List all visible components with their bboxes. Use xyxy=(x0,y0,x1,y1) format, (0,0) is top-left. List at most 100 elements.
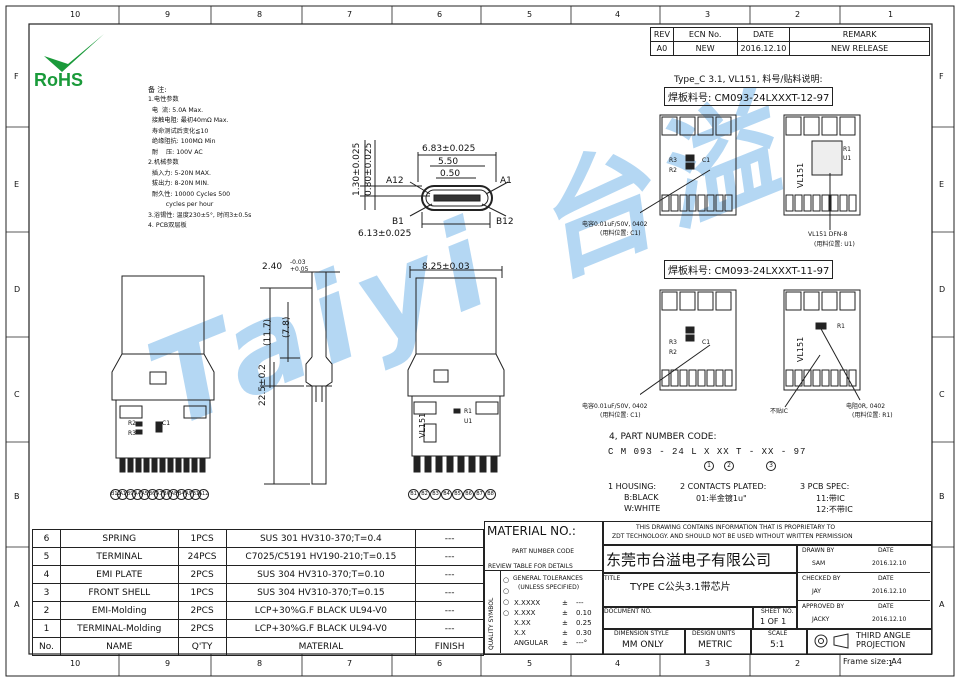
housing-black: B:BLACK xyxy=(624,493,659,502)
dim-78: (7.8) xyxy=(282,316,292,338)
bottom-pin-label: B2 xyxy=(419,489,430,500)
bom-cell: SPRING xyxy=(59,529,179,548)
row-label: D xyxy=(939,285,946,294)
pcb-cap1-pos: (用料位置: C1) xyxy=(600,230,641,237)
front-c1: C1 xyxy=(162,420,171,427)
bottom-u1: U1 xyxy=(464,418,473,425)
checked-date: 2016.12.10 xyxy=(872,588,907,595)
projection-label-1: THIRD ANGLE xyxy=(856,631,911,640)
notes-title: 备 注: xyxy=(148,86,167,94)
quality-symbol-label: QUALITY SYMBOL xyxy=(488,597,495,650)
pcb2-u1: U1 xyxy=(843,155,852,162)
bottom-pin-label: B3 xyxy=(430,489,441,500)
row-label: A xyxy=(14,600,20,609)
pcb-part2-label: 焊板料号: CM093-24LXXXT-11-97 xyxy=(664,260,834,279)
quality-symbol-cell: ○ xyxy=(503,598,510,606)
pcb-no-ic-note: 不贴IC xyxy=(770,408,788,415)
bom-header-cell: No. xyxy=(32,637,61,656)
material-block xyxy=(484,521,604,655)
row-label: A xyxy=(939,600,945,609)
bottom-r1: R1 xyxy=(464,408,472,415)
pcb-spec-12: 12:不带IC xyxy=(816,505,853,514)
tolerance-cell: ± xyxy=(562,629,568,637)
approved-date: 2016.12.10 xyxy=(872,616,907,623)
dim-117: (11.7) xyxy=(263,318,273,346)
front-r2: R2 xyxy=(128,420,136,427)
row-label: C xyxy=(14,390,20,399)
company-block xyxy=(602,544,798,574)
scale-field xyxy=(750,628,808,655)
sheet-label: SHEET NO. xyxy=(761,608,794,615)
tolerance-cell: ---° xyxy=(576,639,588,647)
bom-cell: SUS 304 HV310-370;T=0.15 xyxy=(225,583,417,602)
bom-cell: --- xyxy=(415,565,484,584)
pcb4-vl151: VL151 xyxy=(796,336,805,362)
bottom-pin-label: B7 xyxy=(474,489,485,500)
dim-130: 1.30±0.025 xyxy=(352,142,362,196)
tolerance-cell: 0.10 xyxy=(576,609,592,617)
pcb3-c1: C1 xyxy=(702,339,711,346)
pcb-chip-note: VL151 DFN-8 xyxy=(808,231,848,238)
part-code-string: C M 093 - 24 L X XX T - XX - 97 xyxy=(608,447,807,457)
bom-cell: 5 xyxy=(32,547,61,566)
dim-240-tol-dn: +0.05 xyxy=(290,266,309,273)
sheet-value: 1 OF 1 xyxy=(760,617,787,626)
approval-divider-1 xyxy=(796,572,930,573)
column-label: 2 xyxy=(795,659,801,668)
scale-label: SCALE xyxy=(768,630,788,637)
housing-label: 1 HOUSING: xyxy=(608,482,657,491)
title-field xyxy=(602,572,798,608)
bom-cell: 24PCS xyxy=(177,547,227,566)
pcb1-r2: R2 xyxy=(669,167,677,174)
approval-divider-2 xyxy=(796,600,930,601)
drawn-by-label: DRAWN BY xyxy=(802,547,835,554)
bom-cell: --- xyxy=(415,529,484,548)
bottom-pin-label: B6 xyxy=(463,489,474,500)
note-line: 耐 压: 100V AC xyxy=(148,148,203,156)
housing-white: W:WHITE xyxy=(624,504,661,513)
bom-cell: TERMINAL-Molding xyxy=(59,619,179,638)
bom-cell: 2PCS xyxy=(177,601,227,620)
revision-cell: NEW xyxy=(672,41,738,56)
design-units-label: DESIGN UNITS xyxy=(692,630,736,637)
column-label: 8 xyxy=(257,10,263,19)
tolerance-cell: ± xyxy=(562,609,568,617)
part-number-code-label: PART NUMBER CODE xyxy=(512,548,575,555)
tolerance-cell: ± xyxy=(562,639,568,647)
tol-sub: (UNLESS SPECIFIED) xyxy=(518,584,580,591)
bom-cell: SUS 301 HV310-370;T=0.4 xyxy=(225,529,417,548)
review-table-label: REVIEW TABLE FOR DETAILS xyxy=(488,563,573,570)
revision-header: DATE xyxy=(736,27,791,42)
front-pin-label: A12 xyxy=(197,489,209,500)
note-line: 寿命测试后变化≦10 xyxy=(148,127,209,135)
tolerance-cell: X.XX xyxy=(514,619,531,627)
tolerance-cell: X.XXX xyxy=(514,609,536,617)
column-label: 3 xyxy=(705,10,711,19)
bom-cell: FRONT SHELL xyxy=(59,583,179,602)
bom-cell: 2 xyxy=(32,601,61,620)
bom-cell: C7025/C5191 HV190-210;T=0.15 xyxy=(225,547,417,566)
frame-size: Frame size: A4 xyxy=(843,657,902,666)
rohs-logo: RoHS xyxy=(32,30,122,90)
column-label: 3 xyxy=(705,659,711,668)
pcb2-vl151: VL151 xyxy=(796,162,805,188)
note-line: 接触电阻: 最初40mΩ Max. xyxy=(148,117,229,124)
doc-field xyxy=(602,606,754,630)
quality-symbol-cell: ○ xyxy=(503,576,510,584)
column-label: 2 xyxy=(795,10,801,19)
note-line: 3.浴锡性: 温度230±5°, 时间3±0.5s xyxy=(148,211,252,219)
pcb-cap2-pos: (用料位置: C1) xyxy=(600,412,641,419)
bom-cell: LCP+30%G.F BLACK UL94-V0 xyxy=(225,619,417,638)
bom-cell: 1 xyxy=(32,619,61,638)
pcb1-c1: C1 xyxy=(702,157,711,164)
bottom-vl151: VL151 xyxy=(418,412,427,438)
approved-date-label: DATE xyxy=(878,603,894,610)
column-label: 1 xyxy=(888,659,894,668)
bottom-pin-label: B8 xyxy=(485,489,496,500)
tolerance-cell: 0.30 xyxy=(576,629,592,637)
tol-title: GENERAL TOLERANCES xyxy=(513,575,583,582)
column-label: 9 xyxy=(165,10,171,19)
